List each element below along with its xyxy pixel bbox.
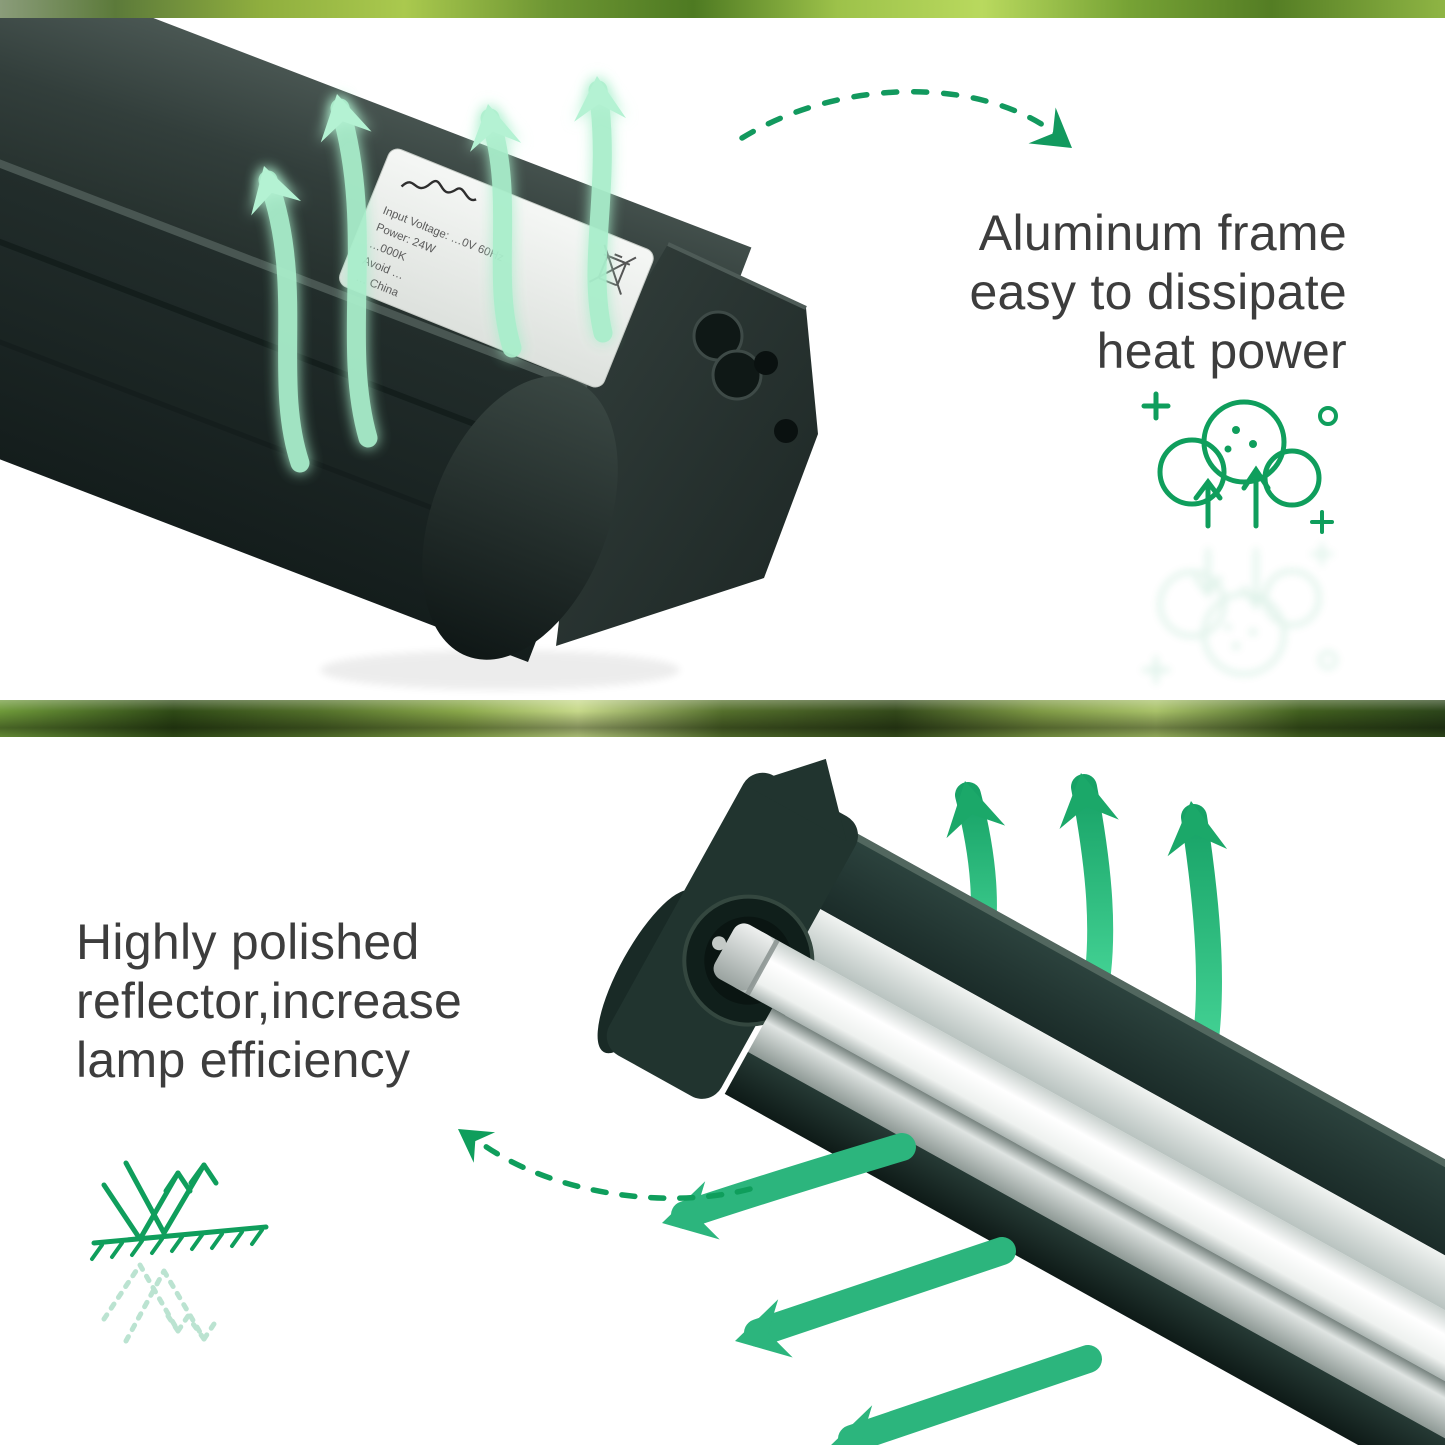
dashed-pointer-arrow bbox=[739, 89, 1059, 141]
heat-arrows-icon bbox=[258, 80, 613, 473]
reflector-illustration bbox=[90, 758, 1445, 1445]
panel-reflector: Highly polished reflector,increase lamp … bbox=[0, 737, 1445, 1445]
dashed-curve-arrowhead bbox=[447, 1113, 496, 1163]
caption-polished-reflector: Highly polished reflector,increase lamp … bbox=[76, 913, 462, 1090]
fixture-end-cap bbox=[556, 244, 818, 646]
reflector-lower bbox=[748, 1008, 1445, 1445]
eco-trees-icon bbox=[1141, 391, 1336, 682]
aluminum-fixture-photo bbox=[0, 18, 818, 690]
caption-line: Aluminum frame bbox=[978, 205, 1347, 261]
tube-fixture-photo bbox=[597, 758, 1445, 1445]
reflection-icon-ghost bbox=[104, 1265, 216, 1341]
tube-pin bbox=[712, 936, 727, 951]
greenery-banner-top bbox=[0, 0, 1445, 18]
keyhole-bottom bbox=[711, 349, 763, 401]
housing-lip bbox=[724, 1051, 1445, 1445]
screw-hole bbox=[754, 351, 778, 375]
caption-line: easy to dissipate bbox=[969, 264, 1347, 320]
caption-line: lamp efficiency bbox=[76, 1032, 411, 1088]
panel-heat-dissipation: Input Voltage: …0V 60Hz Power: 24W …000K… bbox=[0, 18, 1445, 700]
fluorescent-tube bbox=[720, 930, 1445, 1445]
greenery-banner-middle bbox=[0, 700, 1445, 737]
screw-hole bbox=[774, 419, 798, 443]
caption-aluminum-frame: Aluminum frame easy to dissipate heat po… bbox=[969, 204, 1347, 381]
brand-script bbox=[400, 180, 477, 202]
eco-icon-reflection bbox=[1144, 544, 1336, 682]
reflector-upper bbox=[779, 899, 1445, 1445]
mounting-fin bbox=[422, 376, 618, 660]
dashed-pointer-arrowhead bbox=[1028, 107, 1086, 166]
housing-back bbox=[802, 825, 1445, 1445]
heat-dissipation-illustration: Input Voltage: …0V 60Hz Power: 24W …000K… bbox=[0, 18, 1445, 690]
caption-line: Highly polished bbox=[76, 914, 420, 970]
caption-line: reflector,increase bbox=[76, 973, 463, 1029]
caption-line: heat power bbox=[1096, 323, 1347, 379]
light-out-arrows-icon bbox=[671, 1133, 1102, 1445]
reflection-icon bbox=[90, 1160, 269, 1341]
dashed-curve-arrow bbox=[475, 1138, 753, 1201]
